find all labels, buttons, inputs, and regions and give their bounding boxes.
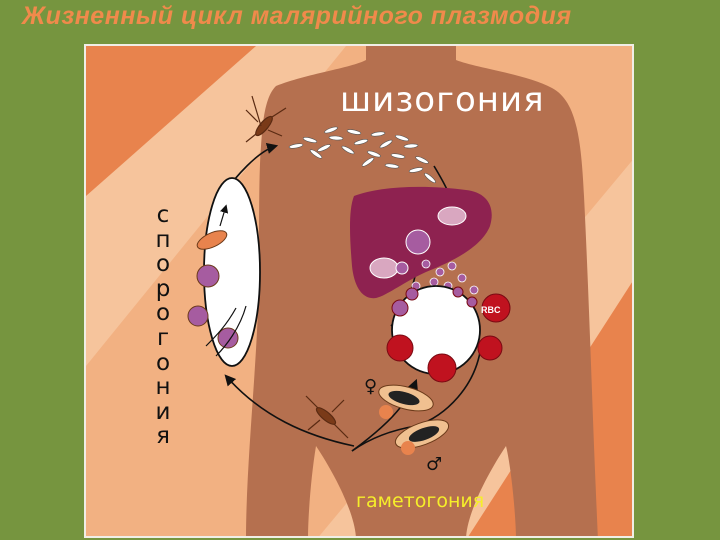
rbc-label: RBC	[481, 305, 501, 315]
diagram-artwork	[86, 46, 632, 536]
gametocytes	[378, 384, 450, 455]
stage-label-schizogony: шизогония	[340, 80, 545, 120]
mosquito-lower	[305, 395, 349, 439]
male-symbol: ♂	[426, 454, 443, 475]
life-cycle-diagram: шизогония спорогония гаметогония RBC ♀ ♂	[84, 44, 634, 538]
liver-schizonts	[369, 206, 467, 279]
red-blood-cells	[386, 286, 511, 383]
sporozoites	[288, 126, 436, 184]
mosquito-upper	[245, 95, 287, 143]
stage-label-gametogony: гаметогония	[356, 490, 485, 512]
sporogony-stages	[187, 204, 247, 357]
female-symbol: ♀	[364, 376, 378, 397]
slide-title: Жизненный цикл малярийного плазмодия	[22, 2, 572, 30]
stage-label-sporogony: спорогония	[155, 202, 171, 450]
